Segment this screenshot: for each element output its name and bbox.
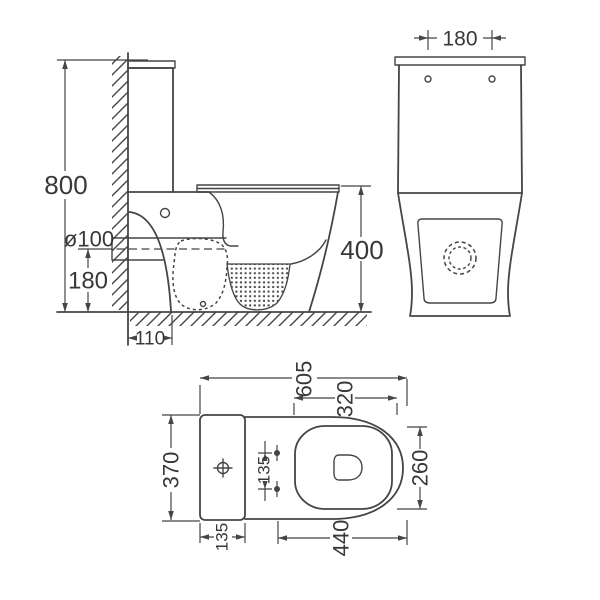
floor-hatch [130, 312, 367, 326]
cistern-plan [199, 414, 246, 521]
dim-320-label: 320 [333, 381, 358, 418]
water-surface [226, 263, 291, 311]
top-view [199, 414, 404, 521]
cistern-lid-front [394, 56, 526, 66]
seat-lid-side [196, 184, 340, 193]
dim-605-label: 605 [292, 361, 317, 398]
dim-180-front-label: 180 [442, 28, 477, 51]
outlet-circle-outer [443, 241, 477, 275]
dim-110-label: 110 [135, 329, 165, 350]
dim-440-label: 440 [329, 520, 354, 557]
side-fixing-hole [159, 207, 171, 219]
seat-ring-plan [294, 425, 393, 510]
pedestal-arc [128, 211, 172, 312]
cistern-hole-right [488, 75, 496, 83]
cistern-front [397, 64, 523, 194]
bowl-inner-front-curve [290, 239, 327, 265]
side-view-dimensions [57, 59, 371, 345]
dim-135-tank-label: 135 [213, 523, 232, 551]
pedestal-panel [417, 218, 503, 304]
outlet-circle-inner [448, 246, 472, 270]
dim-260-label: 260 [408, 450, 433, 487]
dim-dia100-label: ø100 [64, 227, 114, 252]
cistern-lid-side [127, 60, 176, 69]
front-view-dimensions [414, 30, 506, 50]
side-view [56, 52, 372, 346]
flush-button-cross [213, 458, 233, 478]
front-view [394, 56, 526, 317]
dim-180-side-label: 180 [68, 268, 108, 295]
bowl-plan [244, 416, 404, 520]
flush-outlet-plan [333, 454, 363, 481]
bowl-front-outline [308, 191, 339, 313]
dimension-labels: 800 ø100 180 110 400 180 605 320 370 135… [44, 28, 477, 557]
bowl-inner-rear-curve [208, 191, 239, 247]
pedestal-front [397, 192, 523, 317]
wall-hatch [112, 56, 128, 310]
cistern-hole-left [424, 75, 432, 83]
dim-800-label: 800 [44, 170, 87, 200]
trapway-hole [199, 300, 207, 308]
dim-370-label: 370 [159, 452, 184, 489]
dim-135-bolt-label: 135 [255, 456, 274, 484]
top-view-dimensions [162, 375, 427, 545]
trapway-dashed [172, 237, 229, 311]
dim-400-label: 400 [340, 235, 383, 265]
cistern-side [127, 67, 174, 193]
